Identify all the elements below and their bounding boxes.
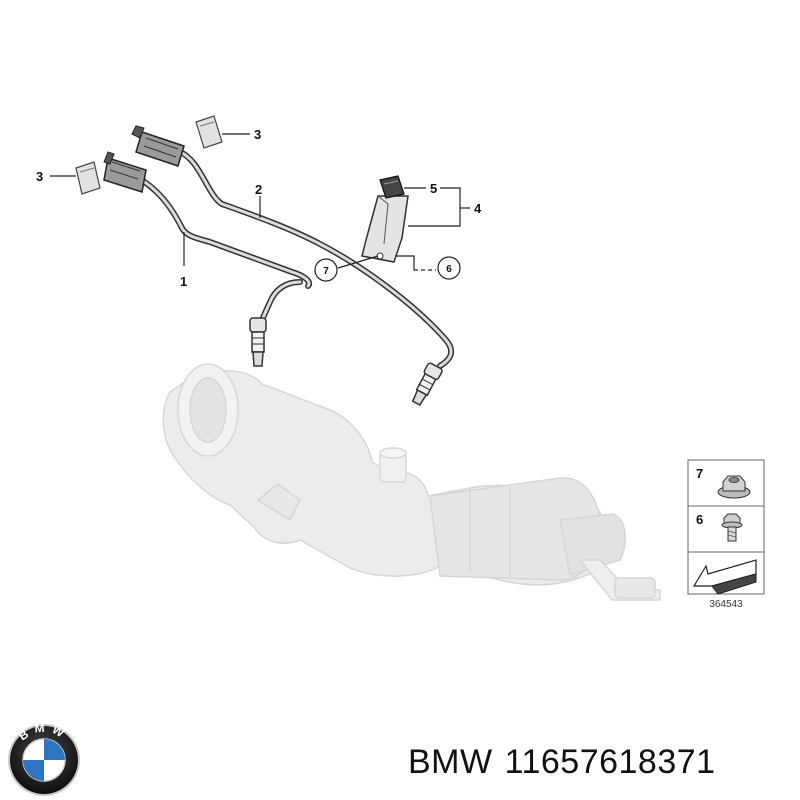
leader-lines bbox=[50, 133, 470, 271]
bmw-logo-icon: BMW bbox=[8, 722, 80, 796]
legend-box: 7 6 bbox=[687, 459, 765, 595]
oxygen-sensor-1 bbox=[115, 165, 313, 367]
callout-7: 7 bbox=[323, 266, 329, 277]
flange-nut-icon bbox=[717, 475, 751, 499]
flange-bolt-icon bbox=[721, 513, 743, 542]
callout-3-left: 3 bbox=[36, 169, 43, 184]
direction-arrow-icon bbox=[692, 559, 757, 595]
legend-number-7: 7 bbox=[696, 466, 703, 481]
callout-1: 1 bbox=[180, 274, 187, 289]
sensor-1-connector bbox=[103, 151, 147, 193]
callout-3-top: 3 bbox=[254, 127, 261, 142]
diagram-reference-number: 364543 bbox=[709, 599, 743, 610]
callout-7-circle: 7 bbox=[314, 258, 338, 282]
part-number: 11657618371 bbox=[504, 743, 716, 781]
callout-5: 5 bbox=[430, 181, 437, 196]
catalytic-converter-illustration bbox=[162, 363, 661, 601]
callout-4: 4 bbox=[474, 201, 482, 216]
part-label: BMW 11657618371 bbox=[408, 742, 716, 782]
callout-2: 2 bbox=[255, 182, 262, 197]
legend-number-6: 6 bbox=[696, 512, 703, 527]
oxygen-sensor-2 bbox=[177, 149, 455, 406]
callout-6-circle: 6 bbox=[437, 256, 461, 280]
bracket-holder bbox=[379, 175, 405, 199]
cable-clip-left bbox=[75, 161, 101, 195]
brand-name: BMW bbox=[408, 743, 493, 781]
cable-clip-top bbox=[195, 115, 223, 149]
sensor-2-connector bbox=[131, 125, 185, 167]
mounting-bracket bbox=[361, 195, 409, 263]
callout-6: 6 bbox=[446, 264, 452, 275]
